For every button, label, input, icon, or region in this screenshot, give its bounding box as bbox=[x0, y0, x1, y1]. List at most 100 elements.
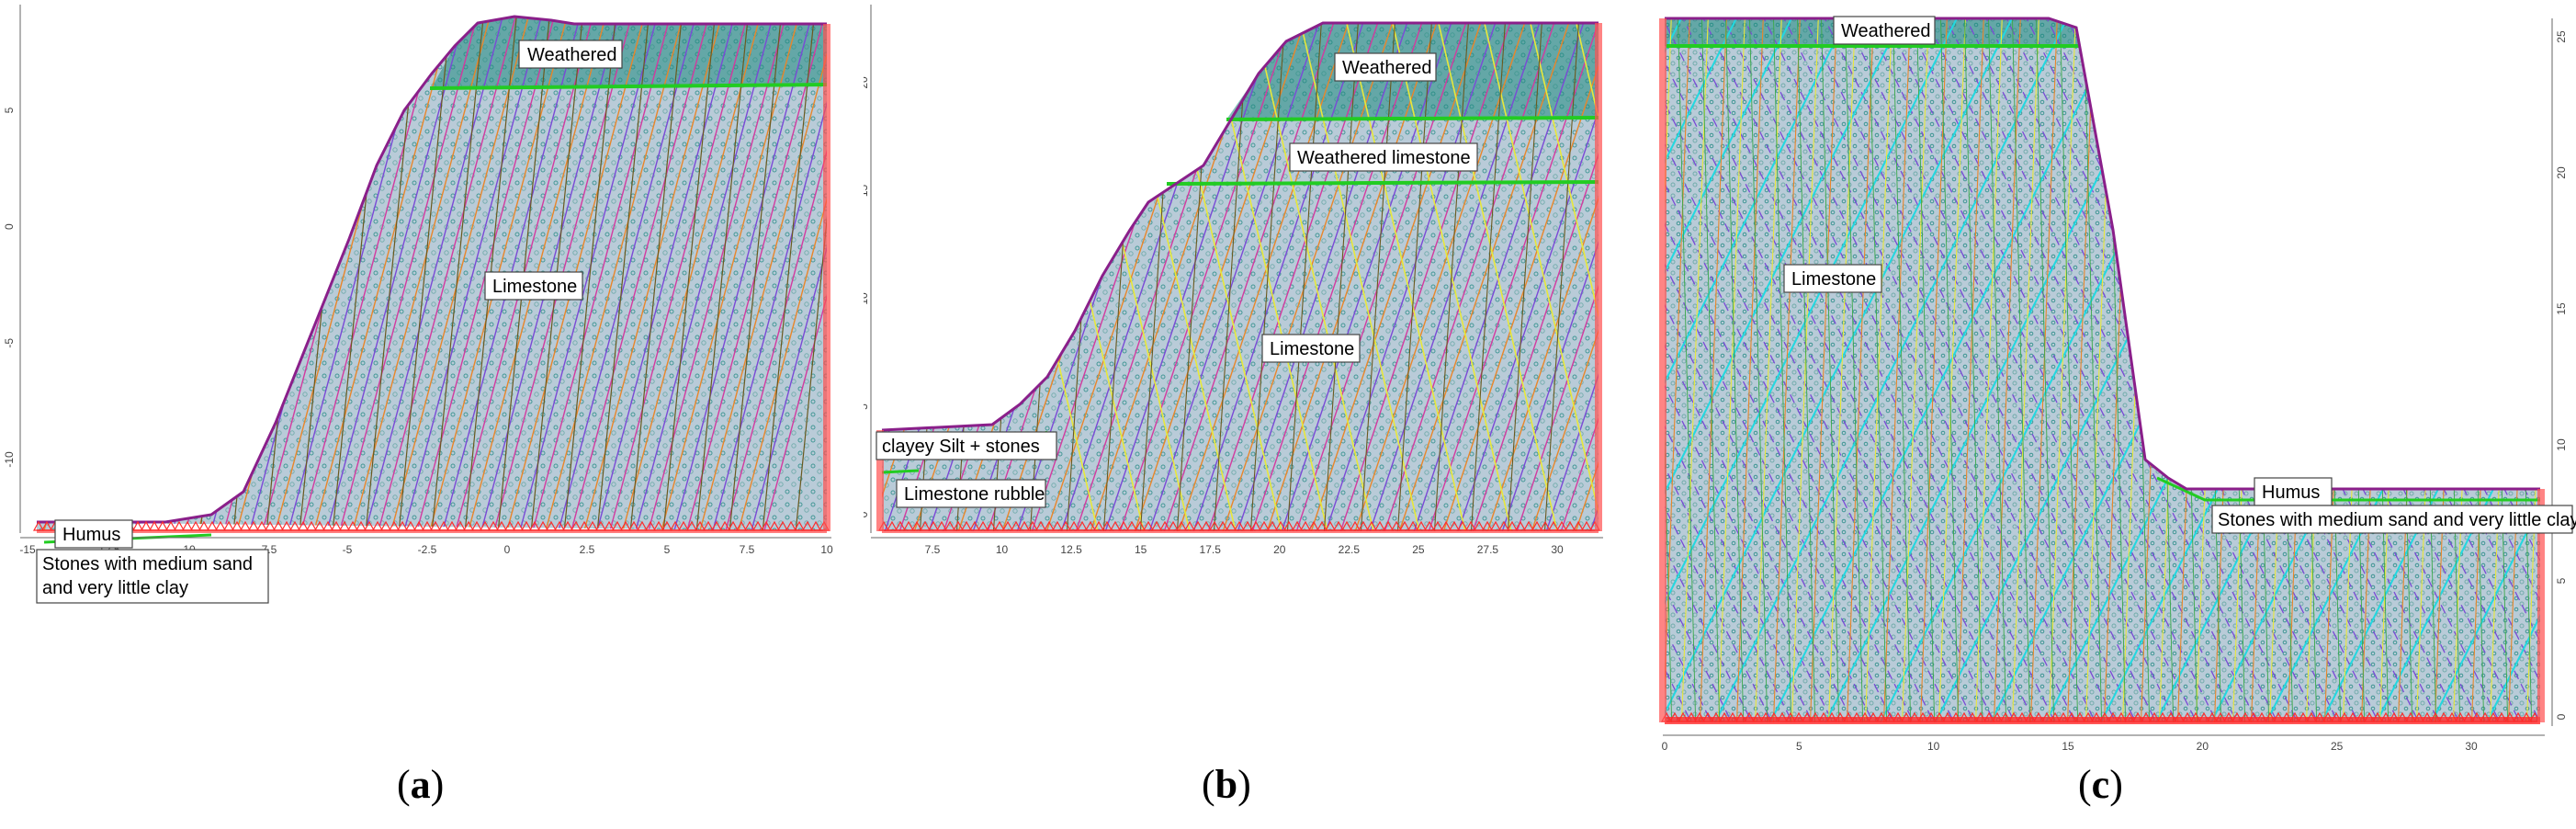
joint-line bbox=[198, 17, 254, 531]
joint-line bbox=[1340, 23, 1471, 531]
joint-line bbox=[1157, 23, 1342, 531]
y-tick-label: 0 bbox=[2555, 713, 2568, 720]
svg-text:Limestone: Limestone bbox=[492, 277, 577, 297]
joint-line bbox=[1554, 23, 1599, 531]
y-tick-label: 20 bbox=[864, 76, 870, 89]
humus-boundary bbox=[2156, 476, 2540, 502]
joint-line bbox=[1846, 18, 1875, 722]
joint-line bbox=[2543, 0, 2576, 735]
joint-line bbox=[760, 17, 817, 531]
x-tick-label: 5 bbox=[664, 543, 671, 556]
joint-line bbox=[1665, 18, 1746, 722]
joint-line bbox=[1882, 18, 1912, 722]
joint-line bbox=[1754, 18, 2123, 722]
label-stones: Stones with medium sand and very little … bbox=[36, 549, 269, 604]
joint-line bbox=[1469, 23, 1508, 531]
y-tick-label: 10 bbox=[2555, 438, 2568, 451]
label-stones: Stones with medium sand and very little … bbox=[2211, 505, 2576, 534]
joint-line bbox=[1665, 18, 1691, 722]
joint-line bbox=[694, 17, 751, 531]
joint-line bbox=[655, 17, 804, 531]
joint-line bbox=[1171, 23, 1357, 531]
joint-line bbox=[1395, 23, 1434, 531]
joint-line bbox=[1333, 23, 1519, 531]
joint-line bbox=[1939, 18, 1960, 722]
joint-line bbox=[1996, 18, 2366, 722]
joint-line bbox=[2563, 0, 2576, 735]
joint-line bbox=[1628, 0, 1654, 551]
joint-line bbox=[661, 17, 717, 531]
joint-line bbox=[1432, 23, 1563, 531]
label-weathered: Weathered bbox=[1833, 16, 1936, 45]
joint-line bbox=[604, 17, 752, 531]
joint-line bbox=[594, 17, 651, 531]
joint-line bbox=[694, 17, 827, 531]
x-tick-label: 30 bbox=[1551, 543, 1564, 556]
weathered-boundary bbox=[1226, 116, 1599, 121]
joint-line bbox=[1665, 18, 1759, 722]
joint-line bbox=[2029, 18, 2059, 722]
joint-line bbox=[1665, 18, 1739, 722]
joint-line bbox=[578, 17, 727, 531]
x-tick-label: -5 bbox=[343, 543, 353, 556]
joint-line bbox=[1654, 0, 1657, 735]
joint-line bbox=[1230, 23, 1416, 531]
joint-line bbox=[308, 17, 457, 531]
x-tick-label: 7.5 bbox=[925, 543, 941, 556]
label-weathered: Weathered bbox=[518, 40, 623, 69]
x-tick-label: 7.5 bbox=[740, 543, 755, 556]
joint-line bbox=[0, 0, 6, 551]
joint-line bbox=[1506, 23, 1544, 531]
joint-line bbox=[1827, 18, 1857, 722]
left-edge-support bbox=[876, 430, 884, 531]
joint-line bbox=[1495, 23, 1599, 531]
joint-line bbox=[1835, 18, 2204, 722]
joint-line bbox=[115, 17, 264, 531]
joint-line bbox=[1677, 18, 1697, 722]
caption-c: (c) bbox=[2078, 762, 2123, 807]
joint-line bbox=[396, 17, 453, 531]
right-edge-support bbox=[823, 24, 830, 531]
svg-text:Weathered: Weathered bbox=[527, 45, 616, 65]
joint-line bbox=[1844, 18, 1864, 722]
joint-line bbox=[1915, 18, 1936, 722]
weathered-limestone-boundary bbox=[1166, 180, 1599, 186]
y-tick-label: 0 bbox=[3, 223, 16, 230]
joint-line bbox=[1901, 18, 1930, 722]
joint-line bbox=[2011, 18, 2040, 722]
joint-line bbox=[2083, 18, 2103, 722]
y-tick-label: 0 bbox=[864, 511, 870, 517]
joint-line bbox=[1665, 18, 2022, 722]
label-humus: Humus bbox=[54, 519, 133, 549]
joint-line bbox=[1713, 18, 2083, 722]
joint-line bbox=[1814, 18, 2184, 722]
right-edge-support bbox=[1595, 23, 1602, 531]
y-tick-label: 15 bbox=[864, 185, 870, 198]
joint-line bbox=[1304, 23, 1489, 531]
joint-line bbox=[0, 0, 31, 551]
joint-line bbox=[1665, 18, 2022, 722]
joint-line bbox=[1956, 18, 2325, 722]
joint-line bbox=[1665, 18, 1921, 722]
joint-line bbox=[1993, 18, 2022, 722]
svg-text:Weathered: Weathered bbox=[1342, 58, 1431, 78]
joint-line bbox=[1480, 23, 1599, 531]
x-tick-label: 27.5 bbox=[1477, 543, 1499, 556]
joint-line bbox=[1421, 23, 1599, 531]
joint-line bbox=[1665, 18, 1779, 722]
joint-line bbox=[1524, 23, 1599, 531]
joint-line bbox=[1359, 23, 1397, 531]
joint-line bbox=[1665, 18, 1673, 722]
x-tick-label: 30 bbox=[2465, 740, 2478, 753]
joint-line bbox=[1665, 18, 1857, 722]
joint-line bbox=[1748, 18, 1768, 722]
joint-line bbox=[1465, 23, 1599, 531]
joint-line bbox=[1665, 18, 1802, 722]
y-tick-label: 15 bbox=[2555, 302, 2568, 315]
joint-line bbox=[37, 17, 71, 531]
right-edge-support bbox=[2537, 489, 2545, 722]
joint-line bbox=[51, 17, 199, 531]
joint-line bbox=[2035, 18, 2055, 722]
